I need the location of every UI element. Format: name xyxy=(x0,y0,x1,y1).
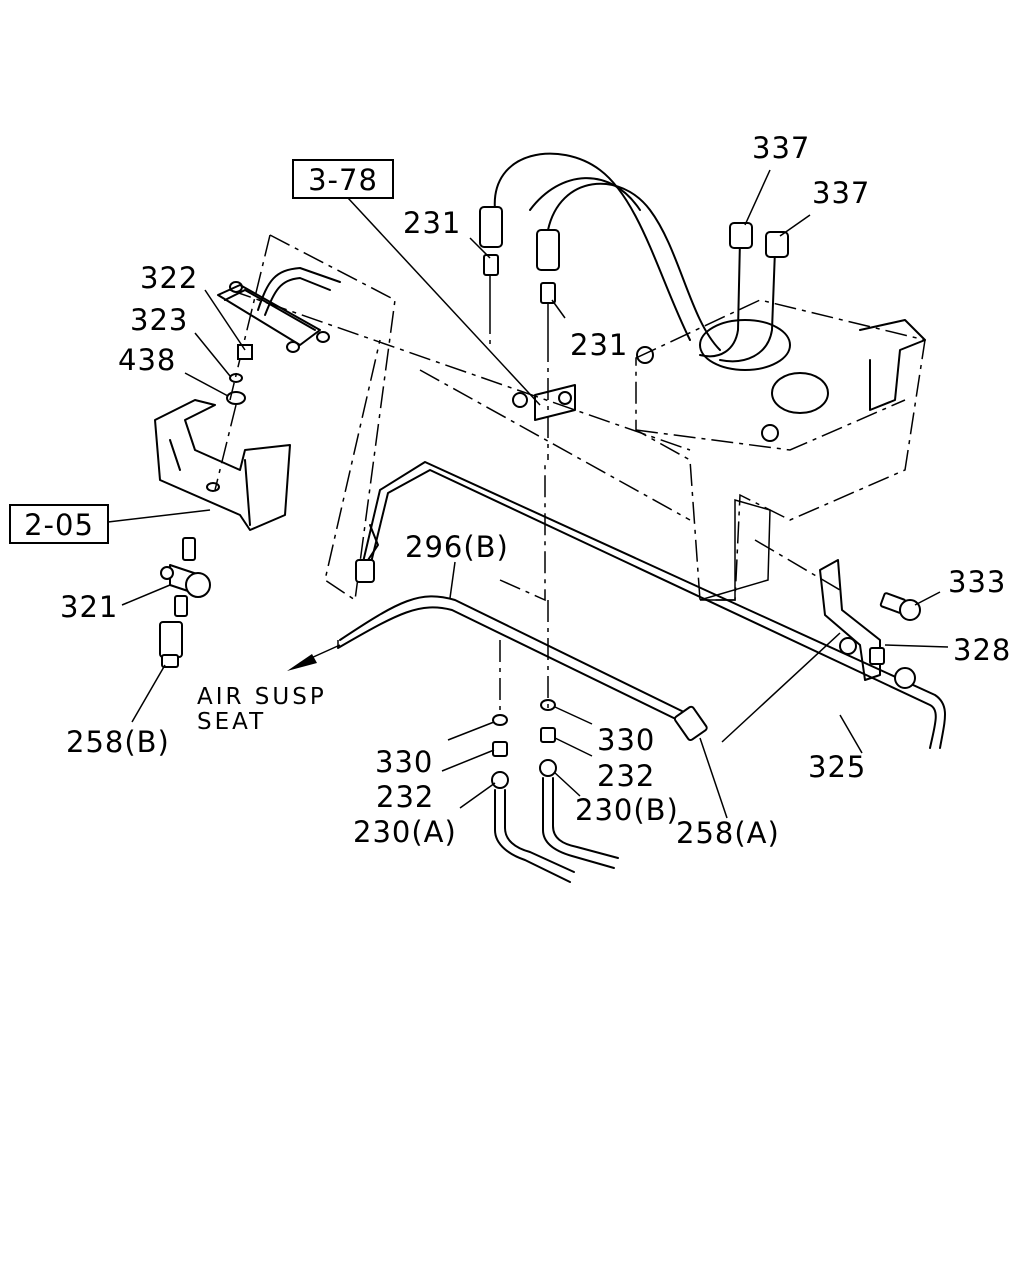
snap-ring-330-left xyxy=(492,714,508,726)
nut-325-end xyxy=(894,667,916,689)
ref-box-2-05 xyxy=(9,504,109,544)
nut-232-right xyxy=(540,727,556,743)
callout-231-top: 231 xyxy=(403,206,461,240)
pipe-230a xyxy=(491,771,575,883)
callout-337-a: 337 xyxy=(752,131,810,165)
callout-232-left: 232 xyxy=(376,780,434,814)
hose-assembly-337 xyxy=(493,152,791,371)
callout-337-b: 337 xyxy=(812,176,870,210)
callout-328: 328 xyxy=(953,633,1011,667)
callout-296b: 296(B) xyxy=(405,530,509,564)
bolt-333 xyxy=(879,592,921,621)
tee-321 xyxy=(160,537,211,617)
callout-325: 325 xyxy=(808,750,866,784)
callout-330-right: 330 xyxy=(597,723,655,757)
callout-232-right: 232 xyxy=(597,759,655,793)
bracket-328 xyxy=(819,559,885,681)
callout-230b: 230(B) xyxy=(575,793,679,827)
fitting-231-left xyxy=(479,206,503,345)
callout-321: 321 xyxy=(60,590,118,624)
ref-label-2-05: 2-05 xyxy=(24,508,94,542)
note-air-susp: AIR SUSP xyxy=(197,684,327,710)
pipe-230b xyxy=(539,759,619,869)
callout-323: 323 xyxy=(130,303,188,337)
ref-label-3-78: 3-78 xyxy=(308,163,378,197)
leader-lines xyxy=(107,169,949,819)
tube-322 xyxy=(217,267,341,360)
callout-230a: 230(A) xyxy=(353,815,457,849)
callout-231-mid: 231 xyxy=(570,328,628,362)
callout-322: 322 xyxy=(140,261,198,295)
snap-ring-330-right xyxy=(540,699,556,711)
callout-258a: 258(A) xyxy=(676,816,780,850)
washers-323-438 xyxy=(214,373,246,491)
cab-block xyxy=(635,299,926,601)
note-seat: SEAT xyxy=(197,709,266,735)
fitting-231-right xyxy=(536,229,560,340)
fitting-258b xyxy=(159,621,183,668)
pipe-325 xyxy=(355,461,946,749)
ref-box-3-78 xyxy=(292,159,394,199)
nut-232-left xyxy=(492,741,508,757)
callout-438: 438 xyxy=(118,343,176,377)
mount-area-outline xyxy=(229,234,691,710)
bracket-2-05 xyxy=(154,399,291,531)
callout-258b: 258(B) xyxy=(66,725,170,759)
callout-330-left: 330 xyxy=(375,745,433,779)
pipe-296b xyxy=(337,595,708,742)
callout-333: 333 xyxy=(948,565,1006,599)
